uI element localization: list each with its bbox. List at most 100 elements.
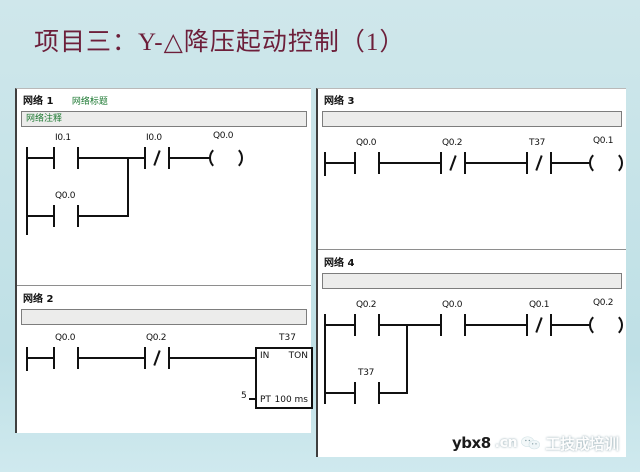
wire xyxy=(127,157,144,159)
ladder-panel-right: 网络 3 Q0.0 Q0.2 xyxy=(316,88,626,457)
wire xyxy=(26,215,53,217)
wire xyxy=(406,324,440,326)
network-1-label: 网络 1 xyxy=(23,96,54,107)
contact-Q0.2-label: Q0.2 xyxy=(146,333,167,343)
network-2: 网络 2 xyxy=(17,289,311,325)
contact-bar-left xyxy=(354,382,356,404)
contact-Q0.0-seal[interactable] xyxy=(53,205,79,227)
network-1-header: 网络 1 网络标题 xyxy=(17,91,311,111)
network-divider xyxy=(318,249,626,250)
contact-Q0.0[interactable] xyxy=(53,347,79,369)
contact-bar-left xyxy=(526,314,528,336)
contact-I0.1[interactable] xyxy=(53,147,79,169)
contact-Q0.0[interactable] xyxy=(440,314,466,336)
contact-I0.0[interactable] xyxy=(144,147,170,169)
branch-wire xyxy=(127,157,129,217)
network-3-rung: Q0.0 Q0.2 T37 Q0.1 xyxy=(318,134,626,194)
contact-T37-label: T37 xyxy=(529,138,546,148)
network-2-rung: Q0.0 Q0.2 IN TON PT 100 ms T37 5 xyxy=(17,329,313,439)
branch-wire xyxy=(406,324,408,394)
contact-bar-left xyxy=(144,147,146,169)
timer-pt-label: PT xyxy=(260,395,271,405)
network-4-header: 网络 4 xyxy=(318,253,626,273)
coil-Q0.2[interactable] xyxy=(589,313,623,337)
wire xyxy=(324,392,354,394)
wire xyxy=(324,162,354,164)
contact-Q0.2[interactable] xyxy=(354,314,380,336)
contact-bar-left xyxy=(53,147,55,169)
contact-nc-slash xyxy=(153,350,161,366)
watermark-site: ybx8 xyxy=(452,434,491,452)
wire xyxy=(26,157,53,159)
contact-bar-left xyxy=(354,314,356,336)
contact-T37-parallel-label: T37 xyxy=(358,368,375,378)
wire xyxy=(77,157,129,159)
contact-Q0.0-label: Q0.0 xyxy=(442,300,463,310)
contact-T37[interactable] xyxy=(526,152,552,174)
contact-Q0.0[interactable] xyxy=(354,152,380,174)
coil-arc-right xyxy=(607,313,623,337)
coil-arc-left xyxy=(589,151,605,175)
wire xyxy=(168,157,210,159)
contact-Q0.2-label: Q0.2 xyxy=(356,300,377,310)
network-4-label: 网络 4 xyxy=(324,258,355,269)
network-2-comment[interactable] xyxy=(21,309,307,325)
wire xyxy=(550,162,590,164)
wire xyxy=(324,324,354,326)
wire xyxy=(26,357,53,359)
wire xyxy=(168,357,256,359)
contact-bar-left xyxy=(440,314,442,336)
contact-nc-slash xyxy=(535,317,543,333)
contact-Q0.0-label: Q0.0 xyxy=(55,333,76,343)
coil-arc-left xyxy=(589,313,605,337)
coil-Q0.1[interactable] xyxy=(589,151,623,175)
network-3-label: 网络 3 xyxy=(324,96,355,107)
contact-bar-left xyxy=(144,347,146,369)
contact-nc-slash xyxy=(535,155,543,171)
wire xyxy=(249,398,257,400)
timer-timebase-label: 100 ms xyxy=(274,395,309,405)
wire xyxy=(464,162,526,164)
network-divider xyxy=(17,285,311,286)
contact-Q0.2-label: Q0.2 xyxy=(442,138,463,148)
contact-I0.0-label: I0.0 xyxy=(146,133,162,143)
power-rail xyxy=(26,347,28,371)
wire xyxy=(77,357,144,359)
network-4: 网络 4 xyxy=(318,253,626,289)
coil-arc-left xyxy=(209,146,225,170)
contact-nc-slash xyxy=(449,155,457,171)
coil-Q0.0[interactable] xyxy=(209,146,243,170)
contact-bar-left xyxy=(440,152,442,174)
timer-pt-value[interactable]: 5 xyxy=(241,391,247,401)
network-2-label: 网络 2 xyxy=(23,294,54,305)
network-1-comment[interactable]: 网络注释 xyxy=(21,111,307,127)
network-1: 网络 1 网络标题 网络注释 xyxy=(17,91,311,127)
contact-T37-parallel[interactable] xyxy=(354,382,380,404)
timer-name-T37: T37 xyxy=(279,333,296,343)
watermark-tld: .cn xyxy=(494,435,518,451)
contact-bar-left xyxy=(354,152,356,174)
contact-bar-left xyxy=(53,205,55,227)
coil-Q0.0-label: Q0.0 xyxy=(213,131,234,141)
network-4-comment[interactable] xyxy=(322,273,622,289)
power-rail xyxy=(324,152,326,176)
coil-arc-right xyxy=(607,151,623,175)
power-rail xyxy=(324,314,326,404)
watermark-brand: 工技成培训 xyxy=(545,434,619,453)
wire xyxy=(378,162,440,164)
power-rail xyxy=(26,147,28,235)
contact-Q0.0-label: Q0.0 xyxy=(356,138,377,148)
contact-Q0.2[interactable] xyxy=(440,152,466,174)
wire xyxy=(77,215,129,217)
network-3-header: 网络 3 xyxy=(318,91,626,111)
contact-Q0.1[interactable] xyxy=(526,314,552,336)
contact-Q0.0-seal-label: Q0.0 xyxy=(55,191,76,201)
network-2-header: 网络 2 xyxy=(17,289,311,309)
timer-block-T37[interactable]: IN TON PT 100 ms xyxy=(255,347,313,409)
contact-Q0.2[interactable] xyxy=(144,347,170,369)
network-3-comment[interactable] xyxy=(322,111,622,127)
wire xyxy=(464,324,526,326)
network-1-title[interactable]: 网络标题 xyxy=(71,97,108,107)
wire xyxy=(550,324,590,326)
